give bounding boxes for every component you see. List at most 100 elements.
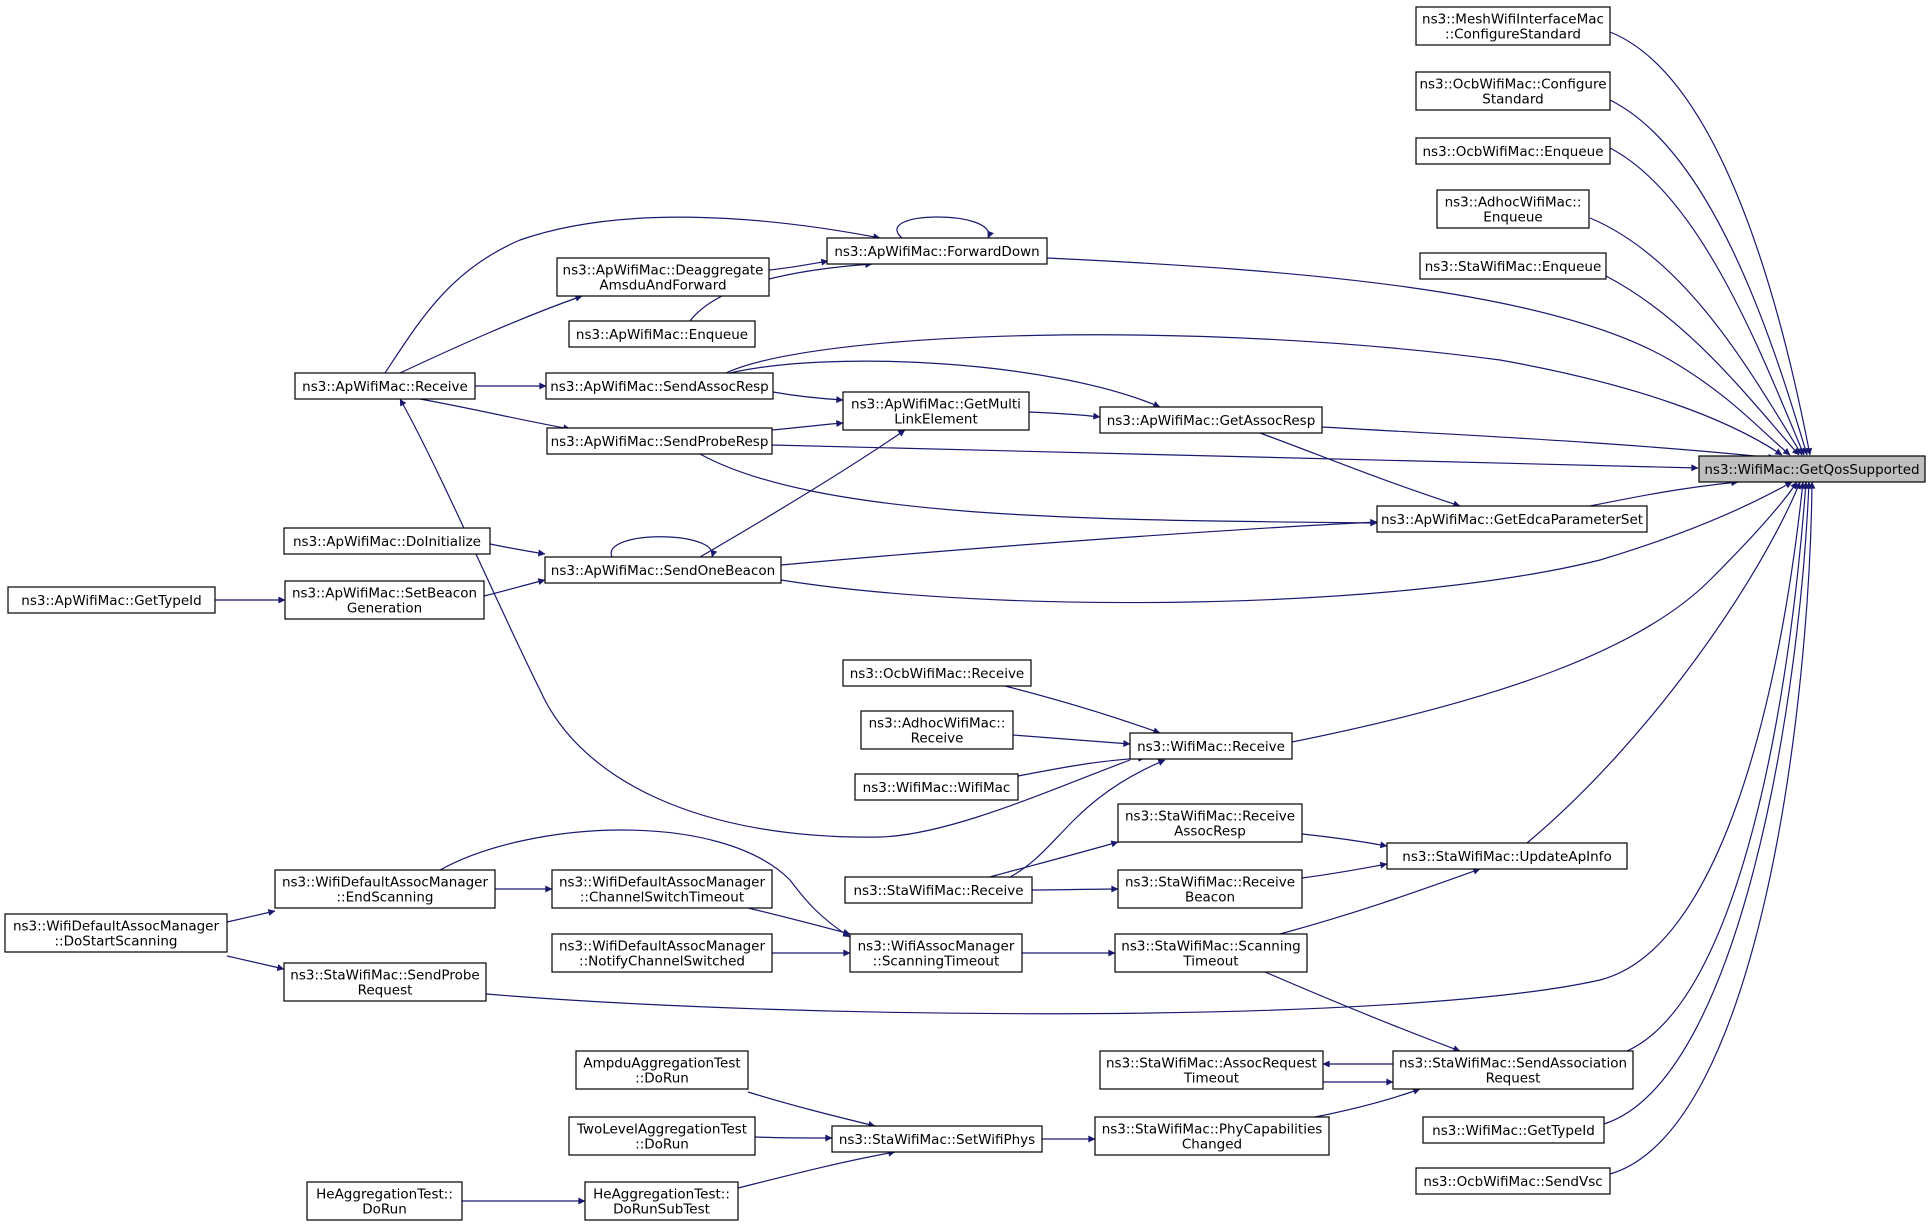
node-staenq[interactable]: ns3::StaWifiMac::Enqueue <box>1419 252 1607 280</box>
node-apinit[interactable]: ns3::ApWifiMac::DoInitialize <box>283 527 491 555</box>
node-label-line: ns3::StaWifiMac::SetWifiPhys <box>839 1132 1035 1148</box>
node-stascantimeout[interactable]: ns3::StaWifiMac::ScanningTimeout <box>1114 933 1308 973</box>
node-box <box>4 913 228 953</box>
node-label-line: ns3::OcbWifiMac::SendVsc <box>1423 1174 1602 1190</box>
node-apdeagg[interactable]: ns3::ApWifiMac::DeaggregateAmsduAndForwa… <box>556 257 770 297</box>
node-label-line: DoRunSubTest <box>613 1202 710 1218</box>
node-scantimeout[interactable]: ns3::WifiAssocManager::ScanningTimeout <box>849 933 1023 973</box>
node-box <box>1415 6 1611 46</box>
node-label-line: ::NotifyChannelSwitched <box>579 954 745 970</box>
node-box <box>831 1125 1043 1153</box>
node-label-line: Standard <box>1482 92 1543 108</box>
node-ocbvsc[interactable]: ns3::OcbWifiMac::SendVsc <box>1415 1167 1611 1195</box>
edge-staupdate-to-getqos <box>1526 481 1801 844</box>
edge-starecv-to-starecvassoc <box>989 840 1119 878</box>
node-apedca[interactable]: ns3::ApWifiMac::GetEdcaParameterSet <box>1376 505 1648 533</box>
node-label-line: ns3::StaWifiMac::Scanning <box>1121 939 1300 955</box>
node-ampdu[interactable]: AmpduAggregationTest::DoRun <box>575 1050 749 1090</box>
edge-ampdu-to-setphys <box>747 1091 876 1128</box>
node-setphys[interactable]: ns3::StaWifiMac::SetWifiPhys <box>831 1125 1043 1153</box>
node-chswitch[interactable]: ns3::WifiDefaultAssocManager::ChannelSwi… <box>551 869 773 909</box>
node-wifirecv[interactable]: ns3::WifiMac::Receive <box>1129 732 1293 760</box>
node-adhocenq[interactable]: ns3::AdhocWifiMac::Enqueue <box>1436 189 1590 229</box>
node-ocbcfg[interactable]: ns3::OcbWifiMac::ConfigureStandard <box>1415 71 1611 111</box>
node-box <box>294 372 476 400</box>
node-apenq[interactable]: ns3::ApWifiMac::Enqueue <box>568 320 756 348</box>
edge-apfwd-to-apfwd <box>896 216 994 239</box>
edge-apsetbeacon-to-apbeacon <box>483 578 546 597</box>
edge-meshcfg-to-getqos <box>1609 31 1813 456</box>
edge-apbeacon-to-apbeacon <box>610 536 718 558</box>
node-adhocrecv[interactable]: ns3::AdhocWifiMac::Receive <box>860 710 1014 750</box>
edge-wifictor-to-wifirecv <box>1017 754 1146 777</box>
node-label-line: AmpduAggregationTest <box>583 1056 740 1072</box>
node-apsendassoc[interactable]: ns3::ApWifiMac::SendAssocResp <box>545 372 774 400</box>
edge-approbe-to-apmulti <box>771 420 844 431</box>
node-label-line: ns3::ApWifiMac::GetEdcaParameterSet <box>1381 512 1643 528</box>
node-label-line: HeAggregationTest:: <box>593 1187 730 1203</box>
node-hedorun[interactable]: HeAggregationTest::DoRun <box>306 1181 463 1221</box>
node-apbeacon[interactable]: ns3::ApWifiMac::SendOneBeacon <box>544 556 782 584</box>
node-hesub[interactable]: HeAggregationTest::DoRunSubTest <box>584 1181 739 1221</box>
node-apgetassoc[interactable]: ns3::ApWifiMac::GetAssocResp <box>1099 406 1323 434</box>
node-box <box>544 556 782 584</box>
node-label-line: ns3::WifiDefaultAssocManager <box>282 875 489 891</box>
node-notifych[interactable]: ns3::WifiDefaultAssocManager::NotifyChan… <box>551 933 773 973</box>
node-approbe[interactable]: ns3::ApWifiMac::SendProbeResp <box>546 427 773 455</box>
node-box <box>1386 842 1628 870</box>
node-aptypeid[interactable]: ns3::ApWifiMac::GetTypeId <box>7 586 216 614</box>
node-label-line: ns3::ApWifiMac::Deaggregate <box>563 263 764 279</box>
edge-twolevel-to-setphys <box>754 1134 833 1142</box>
node-starecv[interactable]: ns3::StaWifiMac::Receive <box>844 876 1033 904</box>
node-box <box>283 527 491 555</box>
node-label-line: ns3::WifiDefaultAssocManager <box>559 939 766 955</box>
edge-dostart-to-endscan <box>226 909 276 923</box>
nodes-layer: ns3::WifiMac::GetQosSupported ns3::MeshWi… <box>4 6 1926 1221</box>
node-label-line: ns3::ApWifiMac::SendAssocResp <box>550 379 769 395</box>
node-twolevel[interactable]: TwoLevelAggregationTest::DoRun <box>568 1116 756 1156</box>
node-label-line: Request <box>358 983 413 999</box>
node-box <box>546 427 773 455</box>
node-label-line: ns3::ApWifiMac::ForwardDown <box>834 244 1039 260</box>
node-label-line: ns3::ApWifiMac::GetTypeId <box>21 593 201 609</box>
node-endscan[interactable]: ns3::WifiDefaultAssocManager::EndScannin… <box>274 869 496 909</box>
node-ocbenq[interactable]: ns3::OcbWifiMac::Enqueue <box>1415 137 1611 165</box>
node-getqos[interactable]: ns3::WifiMac::GetQosSupported <box>1698 455 1926 483</box>
node-box <box>826 237 1048 265</box>
node-box <box>1129 732 1293 760</box>
node-box <box>860 710 1014 750</box>
node-wifictor[interactable]: ns3::WifiMac::WifiMac <box>854 773 1019 801</box>
node-meshcfg[interactable]: ns3::MeshWifiInterfaceMac::ConfigureStan… <box>1415 6 1611 46</box>
node-box <box>1099 1050 1324 1090</box>
edge-wifitypeid-to-getqos <box>1603 481 1813 1125</box>
node-label-line: ns3::WifiMac::GetTypeId <box>1432 1123 1595 1139</box>
edge-ocbenq-to-getqos <box>1609 147 1805 456</box>
edge-adhocrecv-to-wifirecv <box>1012 734 1131 747</box>
node-label-line: ns3::StaWifiMac::SendAssociation <box>1399 1056 1627 1072</box>
edge-apbeacon-to-apedca <box>780 518 1378 566</box>
node-label-line: ::DoRun <box>635 1071 689 1087</box>
node-label-line: ::EndScanning <box>336 890 433 906</box>
node-ocbrecv[interactable]: ns3::OcbWifiMac::Receive <box>842 659 1032 687</box>
node-label-line: ns3::ApWifiMac::GetMulti <box>851 397 1021 413</box>
node-box <box>568 320 756 348</box>
node-staupdate[interactable]: ns3::StaWifiMac::UpdateApInfo <box>1386 842 1628 870</box>
node-box <box>1392 1050 1634 1090</box>
node-box <box>842 659 1032 687</box>
edge-apfwd-to-getqos <box>1046 257 1791 456</box>
node-dostart[interactable]: ns3::WifiDefaultAssocManager::DoStartSca… <box>4 913 228 953</box>
node-label-line: ns3::StaWifiMac::Receive <box>853 883 1023 899</box>
node-apfwd[interactable]: ns3::ApWifiMac::ForwardDown <box>826 237 1048 265</box>
edge-apedca-to-getqos <box>1589 479 1739 507</box>
node-aprecv[interactable]: ns3::ApWifiMac::Receive <box>294 372 476 400</box>
node-box <box>1415 137 1611 165</box>
node-wifitypeid[interactable]: ns3::WifiMac::GetTypeId <box>1422 1116 1605 1144</box>
